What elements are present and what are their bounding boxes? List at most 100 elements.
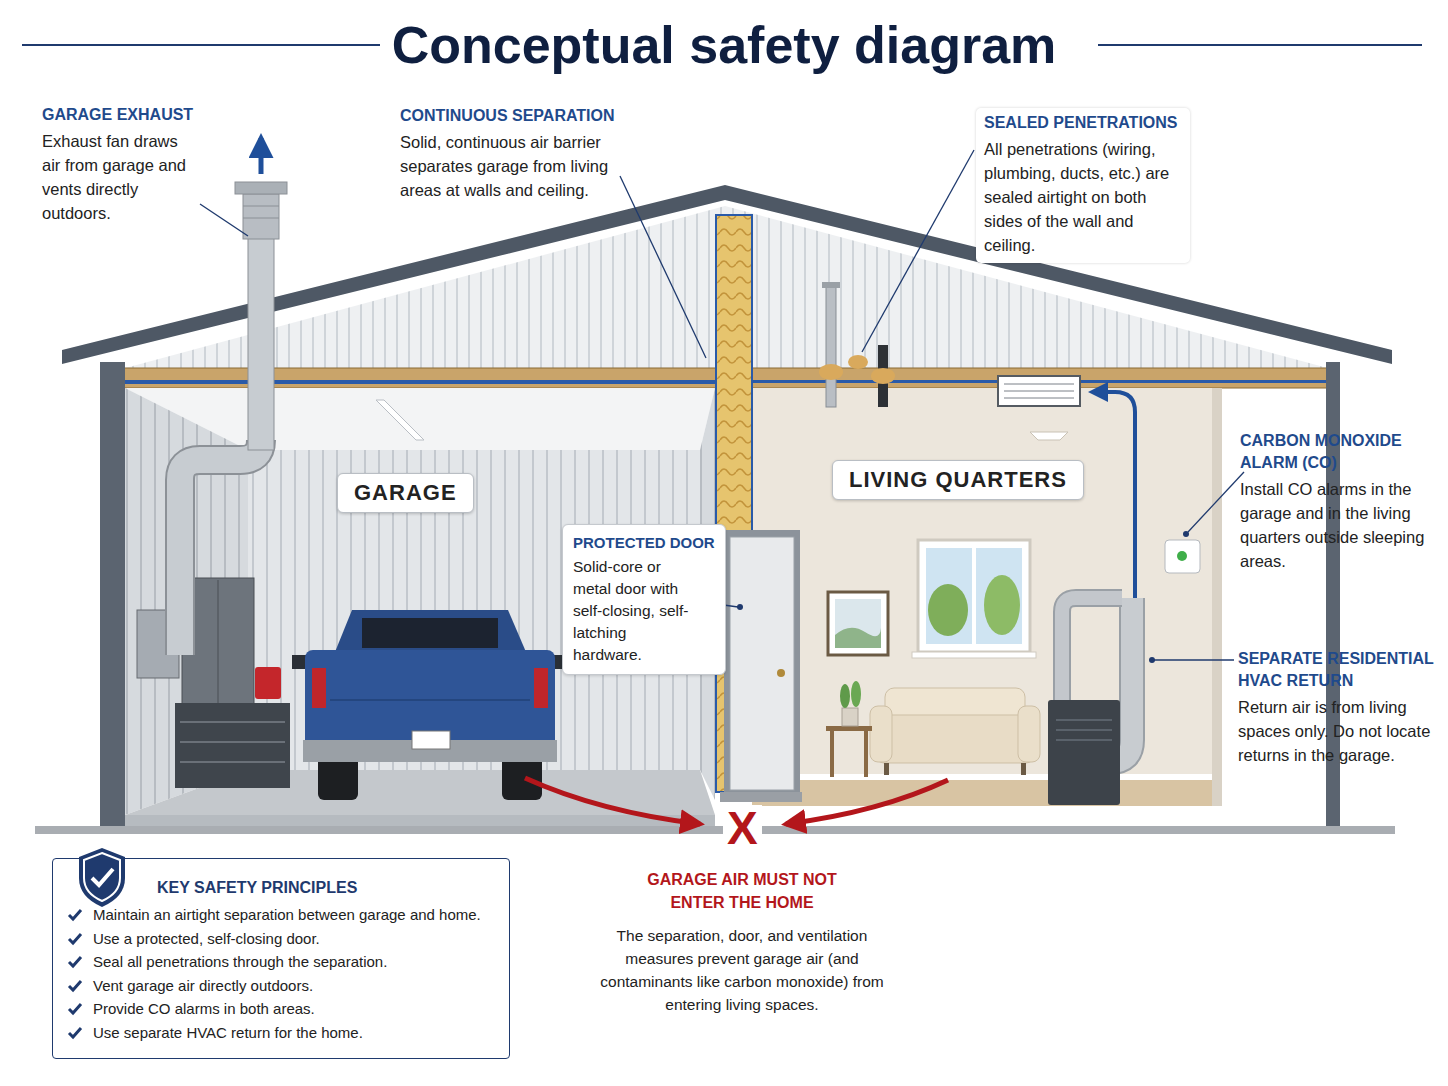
- hvac-unit-and-return: [1004, 384, 1074, 385]
- window: [928, 584, 968, 636]
- heading-text: GARAGE: [354, 479, 457, 507]
- hvac-unit-and-return: [998, 376, 1080, 406]
- garage-storage: [180, 721, 285, 723]
- wall-painting: [828, 592, 888, 655]
- principle-item: Use a protected, self-closing door.: [93, 927, 497, 951]
- pickup-truck: [412, 731, 450, 749]
- body-text: Exhaust fan draws air from garage and ve…: [42, 129, 192, 225]
- warning-text: GARAGE AIR MUST NOT ENTER THE HOMEThe se…: [592, 868, 892, 1016]
- heading-text: CONTINUOUS SEPARATION: [400, 105, 625, 127]
- heading-text: LIVING QUARTERS: [849, 466, 1067, 494]
- hvac-unit-and-return: [1092, 392, 1135, 598]
- garage-storage: [218, 580, 219, 704]
- callout-box: SEALED PENETRATIONS All penetrations (wir…: [976, 108, 1190, 263]
- sofa-and-table: [842, 708, 858, 726]
- title-rules: [1098, 44, 1422, 46]
- body-text: Return air is from living spaces only. D…: [1238, 695, 1438, 767]
- window: [984, 575, 1020, 635]
- title-rules: [22, 44, 380, 46]
- principles-panel: KEY SAFETY PRINCIPLES Maintain an airtigh…: [52, 858, 510, 1059]
- exhaust-duct: [248, 235, 274, 450]
- pickup-truck: [362, 618, 498, 648]
- garage-storage: [180, 761, 285, 763]
- protected-door: [730, 537, 794, 790]
- garage-storage: [175, 703, 290, 788]
- pickup-truck: [312, 668, 326, 708]
- leader-lines: [620, 176, 706, 358]
- heading-text: PROTECTED DOOR: [573, 533, 715, 553]
- leader-lines: [737, 604, 743, 610]
- hvac-unit-and-return: [1048, 700, 1120, 805]
- check-icon: [67, 1002, 83, 1016]
- penetrations: [848, 355, 868, 369]
- sofa-and-table: [830, 731, 834, 777]
- wall-painting: [835, 628, 881, 648]
- sofa-and-table: [884, 763, 889, 775]
- callout-text: CARBON MONOXIDE ALARM (CO)Install CO ala…: [1240, 430, 1425, 573]
- hvac-unit-and-return: [1056, 719, 1112, 721]
- living-room: [752, 388, 1222, 806]
- penetrations: [826, 285, 836, 407]
- check-icon: [69, 1004, 81, 1013]
- protected-door: [777, 669, 785, 677]
- principle-item: Use separate HVAC return for the home.: [93, 1021, 497, 1045]
- wall-painting: [828, 592, 888, 655]
- pickup-truck: [335, 610, 526, 652]
- check-icon: [69, 981, 81, 990]
- body-text: The separation, door, and ventilation me…: [592, 924, 892, 1016]
- protected-door: [720, 792, 802, 802]
- principle-item: Maintain an airtight separation between …: [93, 903, 497, 927]
- living-room: [752, 774, 1212, 780]
- principle-item: Provide CO alarms in both areas.: [93, 997, 497, 1021]
- body-text: All penetrations (wiring, plumbing, duct…: [984, 137, 1182, 257]
- exhaust-duct: [235, 182, 287, 194]
- callout-box: PROTECTED DOOR Solid-core or metal door w…: [562, 524, 726, 675]
- living-room: [1212, 388, 1222, 806]
- pickup-truck: [305, 650, 555, 750]
- heading-text: KEY SAFETY PRINCIPLES: [157, 877, 497, 899]
- protected-door: [720, 530, 802, 802]
- wall-painting: [835, 599, 881, 648]
- exhaust-duct: [243, 218, 279, 219]
- leader-lines: [1149, 657, 1155, 663]
- sofa-and-table: [875, 715, 1035, 763]
- leader-lines: [862, 150, 974, 352]
- sofa-and-table: [1018, 706, 1040, 762]
- pickup-truck: [534, 668, 548, 708]
- check-icon: [69, 957, 81, 966]
- body-text: Solid-core or metal door with self-closi…: [573, 556, 697, 666]
- body-text: Solid, continuous air barrier separates …: [400, 130, 625, 202]
- garage-interior: [125, 815, 715, 827]
- living-room: [752, 388, 1212, 805]
- sofa-and-table: [826, 726, 872, 731]
- heading-text: SEALED PENETRATIONS: [984, 112, 1182, 134]
- heading-text: CARBON MONOXIDE ALARM (CO): [1240, 430, 1425, 474]
- hvac-unit-and-return: [1004, 391, 1074, 392]
- window: [976, 548, 1022, 644]
- callout-text: GARAGE EXHAUSTExhaust fan draws air from…: [42, 104, 192, 225]
- blocked-air-arrows: [786, 780, 948, 824]
- principle-item: Vent garage air directly outdoors.: [93, 974, 497, 998]
- sofa-and-table: [851, 681, 861, 707]
- check-icon: [69, 1028, 81, 1037]
- living-room: [1030, 432, 1068, 440]
- callout-text: CONTINUOUS SEPARATION Solid, continuous a…: [400, 105, 625, 202]
- leader-lines: [200, 204, 248, 236]
- exhaust-duct: [259, 138, 264, 174]
- garage-storage: [180, 741, 285, 743]
- co-alarm: [1165, 540, 1200, 573]
- blocked-air-arrows: [525, 778, 700, 824]
- exhaust-duct: [180, 440, 261, 655]
- garage-storage: [137, 578, 290, 788]
- outer-walls: [35, 826, 1395, 834]
- penetrations: [822, 282, 840, 288]
- roof-and-gable: [125, 380, 715, 384]
- check-icon: [69, 910, 81, 919]
- window: [918, 540, 1030, 652]
- principle-item: Seal all penetrations through the separa…: [93, 950, 497, 974]
- check-icon: [67, 955, 83, 969]
- garage-interior: [125, 388, 715, 827]
- callout-text: SEPARATE RESIDENTIAL HVAC RETURNReturn a…: [1238, 648, 1438, 767]
- exhaust-duct: [180, 138, 287, 655]
- pickup-truck: [292, 610, 566, 800]
